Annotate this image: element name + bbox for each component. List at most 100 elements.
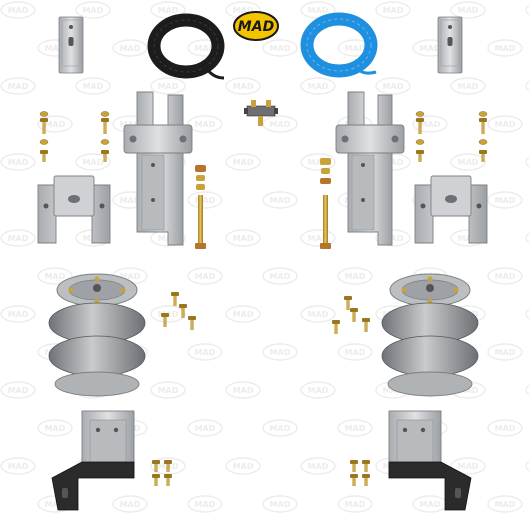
- svg-text:MAD: MAD: [458, 82, 479, 91]
- watermark: MAD: [412, 115, 448, 133]
- bolt: [40, 118, 48, 134]
- svg-text:MAD: MAD: [345, 272, 366, 281]
- svg-text:MAD: MAD: [308, 158, 329, 167]
- bolt: [161, 313, 169, 327]
- watermark: MAD: [487, 343, 523, 361]
- bolt: [101, 118, 109, 134]
- svg-text:MAD: MAD: [195, 500, 216, 509]
- top-plate-left: [58, 16, 84, 74]
- watermark: MAD: [487, 39, 523, 57]
- svg-text:MAD: MAD: [383, 234, 404, 243]
- watermark: MAD: [525, 460, 529, 472]
- svg-text:MAD: MAD: [233, 158, 254, 167]
- vertical-bracket-right: [335, 91, 405, 246]
- svg-text:MAD: MAD: [158, 386, 179, 395]
- watermark: MAD: [525, 308, 529, 320]
- bolt: [40, 150, 48, 162]
- svg-text:MAD: MAD: [495, 120, 516, 129]
- bolt-sets-lower: [152, 460, 370, 486]
- watermark: MAD: [75, 153, 111, 171]
- watermark: MAD: [450, 1, 486, 19]
- svg-text:MAD: MAD: [45, 44, 66, 53]
- bolt: [350, 460, 358, 472]
- top-plate-right: [437, 16, 463, 74]
- watermark: MAD: [487, 267, 523, 285]
- bolt: [350, 308, 358, 322]
- watermark: MAD: [225, 229, 261, 247]
- svg-text:MAD: MAD: [458, 6, 479, 15]
- watermark: MAD: [150, 381, 186, 399]
- bolt: [152, 460, 160, 472]
- black-air-line: [147, 13, 225, 80]
- svg-text:MAD: MAD: [345, 500, 366, 509]
- svg-text:MAD: MAD: [383, 82, 404, 91]
- watermark: MAD: [187, 495, 223, 513]
- bolt: [171, 292, 179, 306]
- svg-text:MAD: MAD: [495, 424, 516, 433]
- watermark: MAD: [337, 419, 373, 437]
- svg-text:MAD: MAD: [158, 82, 179, 91]
- svg-text:MAD: MAD: [233, 462, 254, 471]
- threaded-rod-left: [195, 165, 206, 249]
- watermark: MAD: [0, 381, 36, 399]
- svg-text:MAD: MAD: [420, 44, 441, 53]
- svg-text:MAD: MAD: [120, 196, 141, 205]
- watermark: MAD: [525, 232, 529, 244]
- watermark-pattern: MAD MAD MAD MAD MAD MAD MAD MAD MAD MAD MAD MAD MAD M…: [0, 1, 529, 513]
- svg-text:MAD: MAD: [270, 348, 291, 357]
- watermark: MAD: [187, 419, 223, 437]
- svg-text:MAD: MAD: [8, 386, 29, 395]
- svg-text:MAD: MAD: [8, 310, 29, 319]
- watermark: MAD: [187, 343, 223, 361]
- watermark: MAD: [225, 153, 261, 171]
- svg-text:MAD: MAD: [120, 44, 141, 53]
- watermark: MAD: [0, 457, 36, 475]
- watermark: MAD: [262, 115, 298, 133]
- svg-text:MAD: MAD: [120, 272, 141, 281]
- watermark: MAD: [487, 115, 523, 133]
- bolt: [479, 150, 487, 162]
- air-springs: [48, 273, 479, 397]
- watermark: MAD: [187, 115, 223, 133]
- bolt: [332, 320, 340, 334]
- watermark: MAD: [337, 343, 373, 361]
- watermark: MAD: [262, 343, 298, 361]
- bolt: [344, 296, 352, 310]
- svg-text:MAD: MAD: [495, 500, 516, 509]
- nut: [100, 139, 110, 145]
- bolt: [362, 474, 370, 486]
- watermark: MAD: [525, 384, 529, 396]
- watermark: MAD: [450, 153, 486, 171]
- nut: [39, 139, 49, 145]
- mad-logo: MAD: [233, 11, 279, 41]
- svg-text:MAD: MAD: [270, 44, 291, 53]
- svg-text:MAD: MAD: [383, 386, 404, 395]
- watermark: MAD: [37, 267, 73, 285]
- bolt: [179, 304, 187, 318]
- watermark: MAD: [0, 1, 36, 19]
- watermark: MAD: [300, 457, 336, 475]
- watermark: MAD: [375, 229, 411, 247]
- bolt: [416, 118, 424, 134]
- svg-text:MAD: MAD: [270, 272, 291, 281]
- svg-text:MAD: MAD: [8, 158, 29, 167]
- svg-text:MAD: MAD: [195, 44, 216, 53]
- svg-text:MAD: MAD: [158, 6, 179, 15]
- watermark: MAD: [487, 495, 523, 513]
- svg-text:MAD: MAD: [195, 272, 216, 281]
- svg-text:MAD: MAD: [195, 424, 216, 433]
- watermark: MAD: [487, 419, 523, 437]
- svg-text:MAD: MAD: [308, 234, 329, 243]
- nut: [415, 111, 425, 117]
- svg-text:MAD: MAD: [233, 234, 254, 243]
- svg-text:MAD: MAD: [8, 234, 29, 243]
- svg-text:MAD: MAD: [495, 44, 516, 53]
- watermark: MAD: [300, 77, 336, 95]
- air-spring: [48, 273, 146, 397]
- svg-text:MAD: MAD: [495, 196, 516, 205]
- watermark: MAD: [37, 419, 73, 437]
- bolt: [362, 460, 370, 472]
- svg-text:MAD: MAD: [8, 6, 29, 15]
